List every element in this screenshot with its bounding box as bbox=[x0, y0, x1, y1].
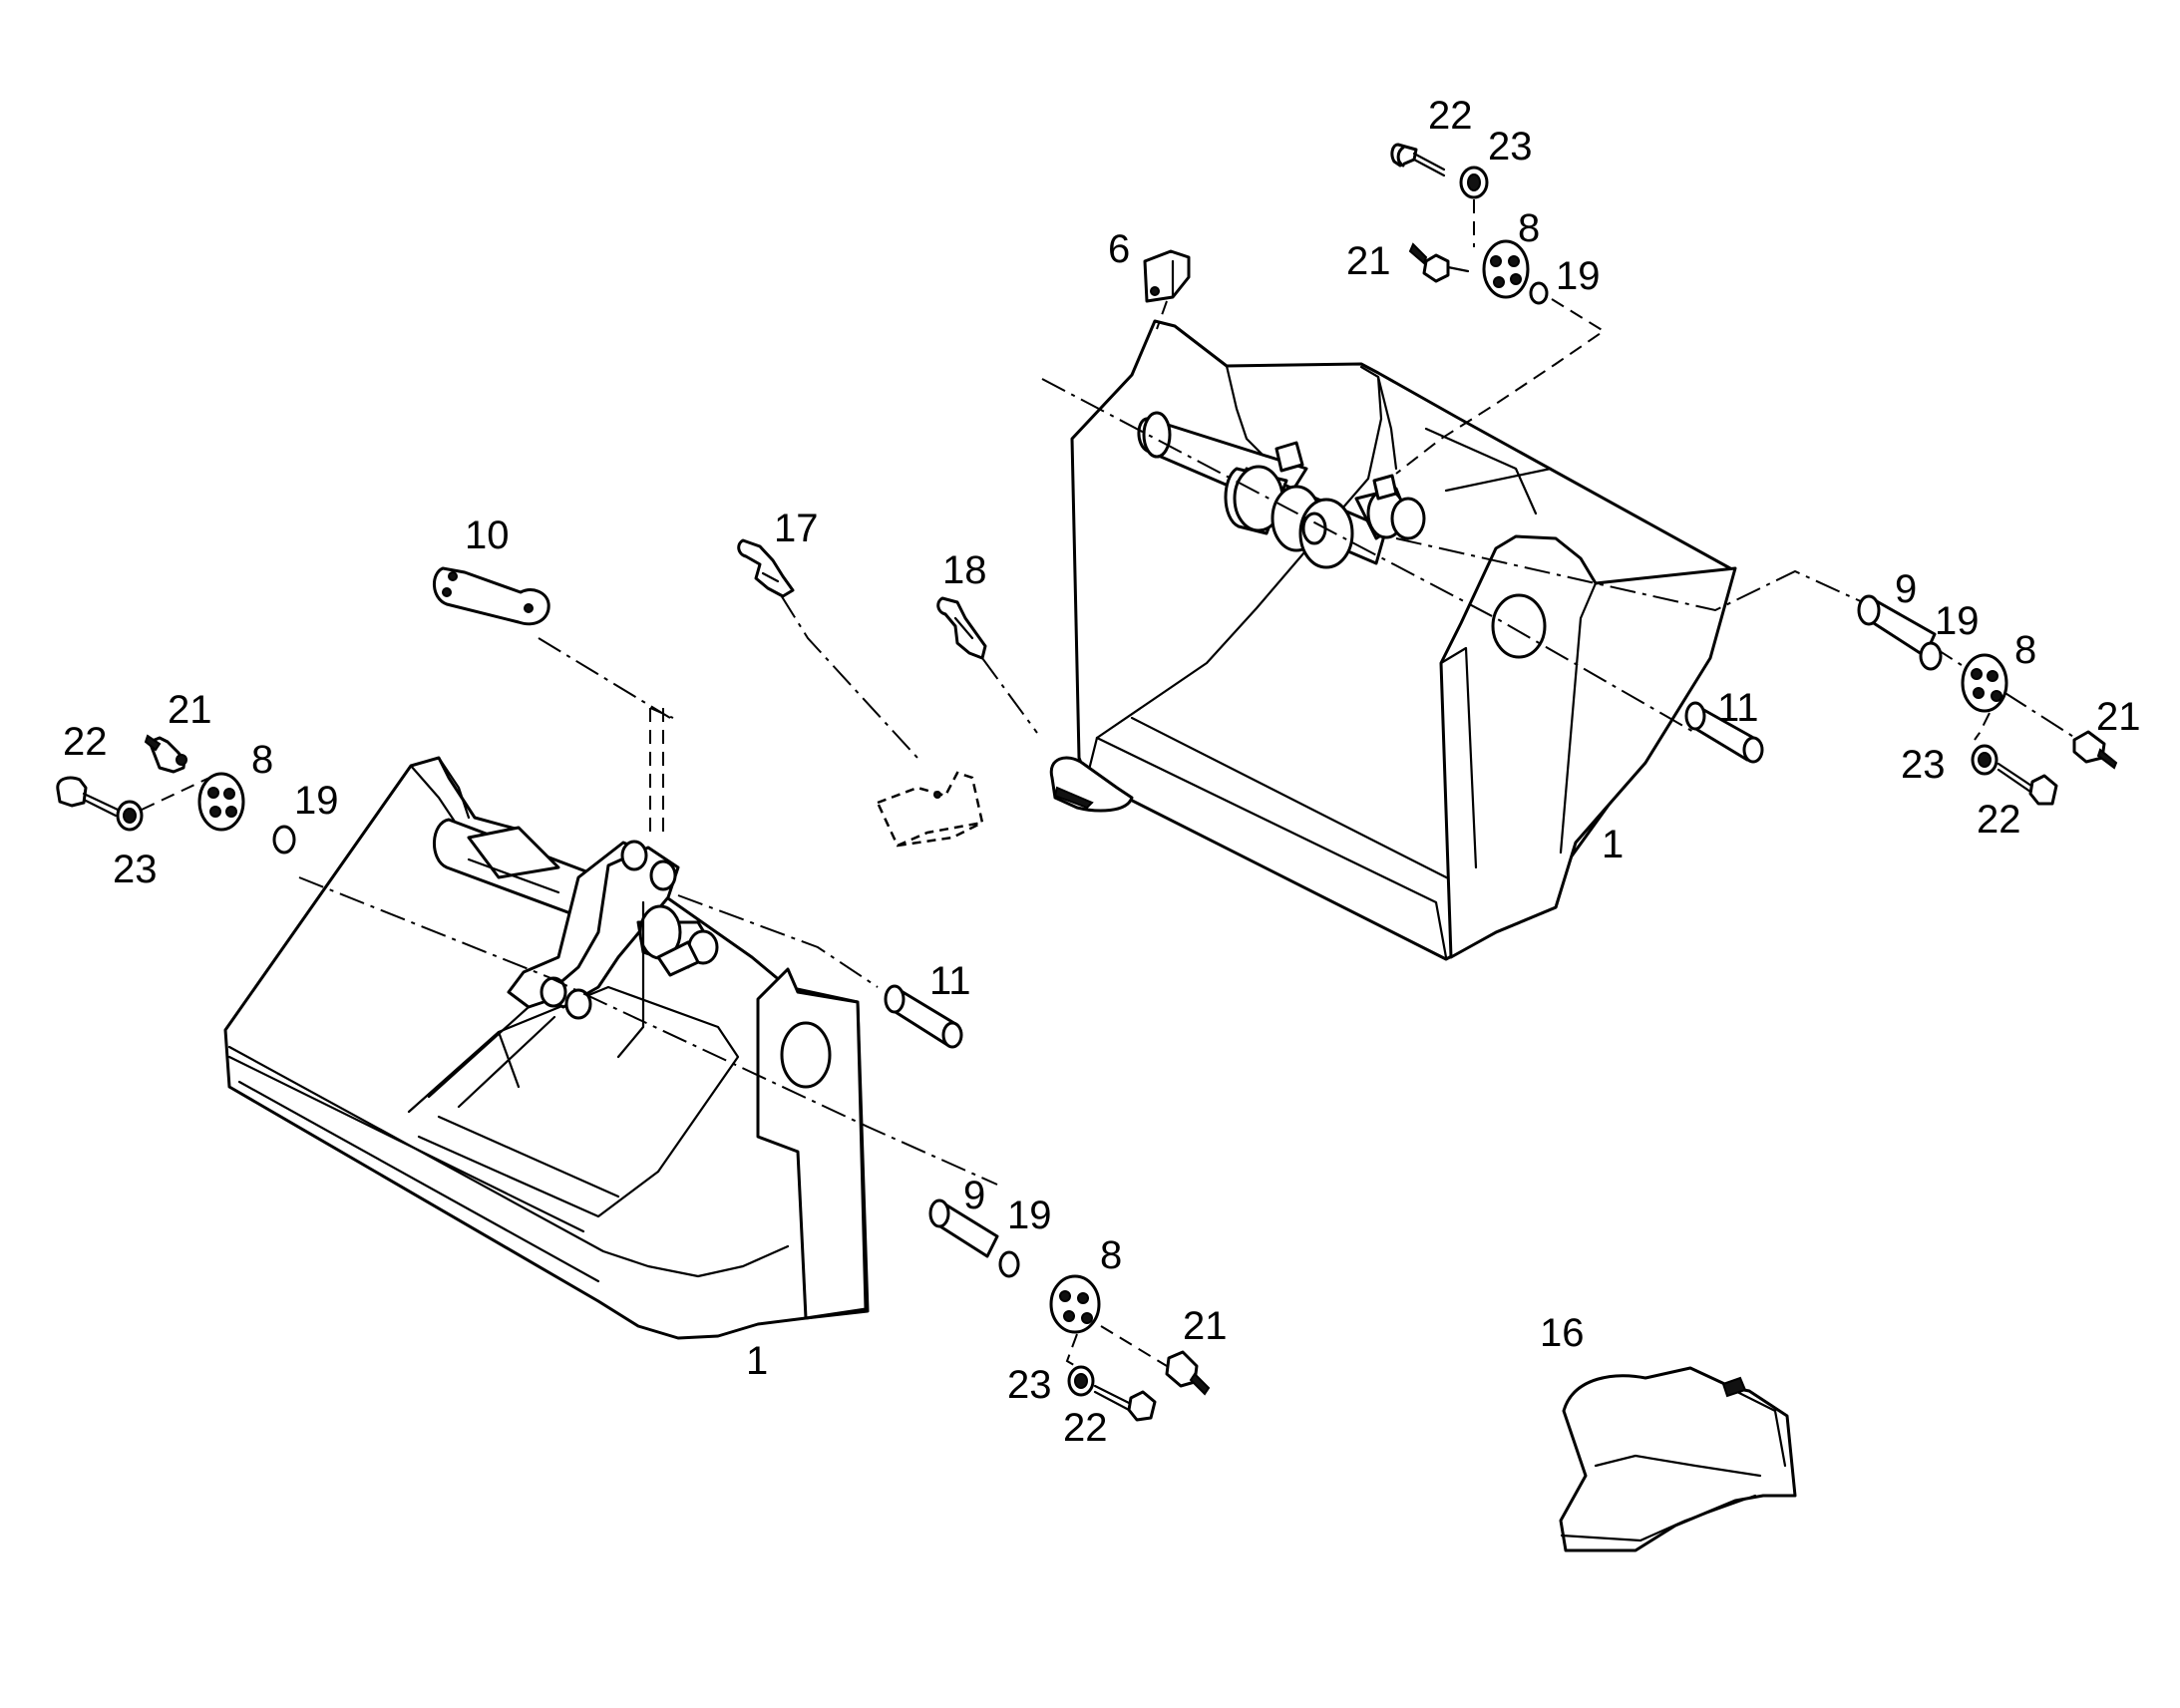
callout-8-left: 8 bbox=[251, 738, 273, 782]
callout-6: 6 bbox=[1108, 227, 1130, 271]
part-10-link bbox=[433, 566, 550, 626]
bolt-22-bottom bbox=[1127, 1390, 1157, 1422]
right-side-fasteners bbox=[1041, 378, 2118, 806]
callout-11-right: 11 bbox=[1717, 686, 1759, 730]
right-top-fasteners bbox=[1143, 143, 1606, 475]
oring-19-left bbox=[272, 825, 296, 854]
callout-19-top: 19 bbox=[1556, 254, 1601, 298]
callout-21-top: 21 bbox=[1346, 239, 1391, 283]
callout-8-right: 8 bbox=[2014, 628, 2036, 672]
callout-21-left: 21 bbox=[168, 688, 212, 732]
callout-23-bottom: 23 bbox=[1007, 1363, 1052, 1407]
callout-21-right: 21 bbox=[2096, 695, 2141, 739]
callout-16: 16 bbox=[1540, 1311, 1585, 1355]
callout-8-top: 8 bbox=[1518, 206, 1540, 250]
oring-19-bottom bbox=[998, 1250, 1020, 1278]
callout-19-right: 19 bbox=[1935, 599, 1980, 643]
callout-9-right: 9 bbox=[1895, 567, 1917, 611]
callouts: 22 23 6 21 8 19 9 19 8 21 23 22 11 1 10 … bbox=[63, 94, 2141, 1450]
oring-19 bbox=[1529, 281, 1549, 305]
callout-1-right: 1 bbox=[1602, 823, 1624, 866]
bolt-22-left bbox=[56, 776, 88, 808]
cap-8-right bbox=[1961, 653, 2008, 713]
part-18-clip bbox=[936, 596, 987, 660]
callout-18: 18 bbox=[942, 548, 987, 592]
callout-22-left: 22 bbox=[63, 720, 108, 764]
grease-nipple-21 bbox=[1422, 253, 1450, 283]
left-bottom-fasteners bbox=[928, 1198, 1211, 1422]
callout-17: 17 bbox=[774, 507, 819, 550]
left-bucket bbox=[223, 756, 870, 1340]
callout-23-top: 23 bbox=[1488, 125, 1533, 169]
part-17-ghost-tooth bbox=[876, 771, 984, 848]
callout-23-right: 23 bbox=[1901, 743, 1946, 787]
callout-10: 10 bbox=[465, 513, 510, 557]
callout-19-bottom: 19 bbox=[1007, 1194, 1052, 1237]
callout-22-right: 22 bbox=[1977, 798, 2021, 842]
callout-8-bottom: 8 bbox=[1100, 1233, 1122, 1277]
oring-19-right bbox=[1919, 641, 1943, 671]
part-17-clip bbox=[737, 538, 795, 598]
callout-22-top: 22 bbox=[1428, 94, 1473, 138]
callout-21-bottom: 21 bbox=[1183, 1304, 1228, 1348]
pin-11-left bbox=[884, 984, 963, 1049]
right-bucket bbox=[1049, 319, 1737, 961]
callout-1-left: 1 bbox=[746, 1339, 768, 1383]
cap-8-bottom bbox=[1049, 1274, 1101, 1334]
left-chain-lines bbox=[298, 557, 1038, 1186]
callout-11-left: 11 bbox=[929, 959, 971, 1003]
left-top-fasteners bbox=[56, 734, 296, 854]
callout-9-bottom: 9 bbox=[963, 1174, 985, 1217]
callout-23-left: 23 bbox=[113, 848, 158, 891]
callout-19-left: 19 bbox=[294, 779, 339, 823]
cap-8-left bbox=[197, 772, 245, 832]
callout-22-bottom: 22 bbox=[1063, 1406, 1108, 1450]
bolt-22-right bbox=[2028, 774, 2058, 806]
part-16-tooth bbox=[1559, 1366, 1797, 1552]
